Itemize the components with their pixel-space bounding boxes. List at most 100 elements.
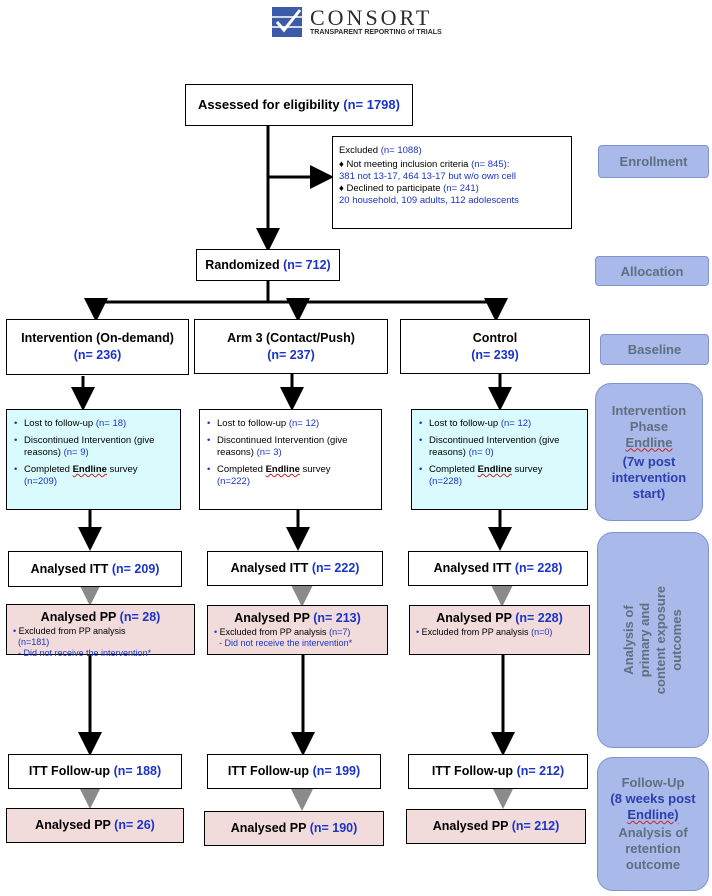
phase-followup: Follow-Up (8 weeks post Endline) Analysi… (597, 757, 709, 891)
followup-box: ITT Follow-up (n= 199) (207, 754, 381, 789)
phase-intervention-l3: Endline (625, 434, 673, 450)
randomized-n: (n= 712) (283, 258, 331, 272)
pp-label: Analysed PP (234, 611, 310, 625)
randomized-label: Randomized (205, 258, 280, 272)
itt-label: Analysed ITT (433, 561, 512, 575)
lost-label: Lost to follow-up (24, 418, 94, 429)
lost-n: (n= 18) (95, 418, 127, 429)
pp-excluded: Excluded from PP analysis (18, 626, 126, 636)
pp-box: Analysed PP (n= 213) • Excluded from PP … (207, 605, 388, 655)
followup-pp-box: Analysed PP (n= 212) (406, 809, 586, 844)
phase-followup-l3: Endline) (627, 807, 679, 822)
phase-baseline: Baseline (600, 334, 709, 365)
arm-n: (n= 239) (471, 348, 519, 362)
phase-followup-l2: (8 weeks post (610, 791, 696, 806)
arm-outcomes-box: Lost to follow-up (n= 18) Discontinued I… (6, 409, 181, 510)
pp-box: Analysed PP (n= 228) • Excluded from PP … (409, 605, 590, 655)
excluded-label: Excluded (339, 145, 379, 156)
itt-box: Analysed ITT (n= 222) (207, 551, 383, 586)
excluded-item2-n: (n= 241) (443, 183, 479, 194)
phase-followup-l4: Analysis of retention outcome (618, 825, 688, 872)
fu-n: (n= 188) (113, 764, 162, 778)
completed-endline: Endline (477, 464, 512, 475)
completed-survey: survey (299, 464, 331, 475)
lost-label: Lost to follow-up (429, 418, 499, 429)
phase-intervention: Intervention Phase Endline (7w post inte… (595, 383, 703, 521)
logo-tagline: TRANSPARENT REPORTING of TRIALS (310, 29, 442, 36)
disc-n: (n= 9) (63, 447, 89, 458)
logo-check-icon (272, 7, 302, 37)
arm-header-box: Intervention (On-demand) (n= 236) (6, 319, 189, 375)
completed-n: (n=222) (217, 476, 251, 487)
lost-n: (n= 12) (288, 418, 320, 429)
arm-name: Arm 3 (Contact/Push) (227, 331, 355, 345)
fu-label: ITT Follow-up (227, 764, 310, 778)
fpp-label: Analysed PP (35, 818, 111, 832)
assessed-n: (n= 1798) (343, 97, 400, 112)
arm-name: Intervention (On-demand) (21, 331, 174, 345)
excluded-item1-detail: 381 not 13-17, 464 13-17 but w/o own cel… (339, 171, 516, 182)
lost-n: (n= 12) (500, 418, 532, 429)
itt-n: (n= 228) (514, 561, 563, 575)
followup-pp-box: Analysed PP (n= 26) (6, 808, 184, 843)
logo-word: CONSORT (310, 5, 433, 30)
assessed-box: Assessed for eligibility (n= 1798) (185, 84, 413, 126)
arm-header-box: Arm 3 (Contact/Push) (n= 237) (194, 319, 388, 374)
followup-pp-box: Analysed PP (n= 190) (204, 811, 384, 846)
completed-n: (n=228) (429, 476, 463, 487)
pp-reason: Did not receive the intervention* (23, 648, 152, 658)
arm-name: Control (472, 331, 518, 345)
arm-outcomes-box: Lost to follow-up (n= 12) Discontinued I… (411, 409, 588, 510)
pp-n: (n= 213) (313, 611, 361, 625)
disc-n: (n= 0) (468, 447, 494, 458)
phase-intervention-l1: Intervention (611, 402, 687, 418)
disc-label: Discontinued Intervention (give reasons) (429, 435, 560, 458)
disc-n: (n= 3) (256, 447, 282, 458)
followup-box: ITT Follow-up (n= 212) (408, 754, 588, 789)
itt-n: (n= 222) (311, 561, 360, 575)
pp-excluded-n: (n=7) (329, 627, 351, 637)
fu-label: ITT Follow-up (28, 764, 111, 778)
pp-excluded-n: (n=181) (18, 637, 50, 647)
itt-label: Analysed ITT (230, 561, 309, 575)
fpp-label: Analysed PP (432, 819, 509, 833)
pp-excluded: Excluded from PP analysis (219, 627, 327, 637)
itt-box: Analysed ITT (n= 228) (408, 551, 588, 586)
excluded-n: (n= 1088) (380, 145, 422, 156)
fpp-n: (n= 212) (511, 819, 560, 833)
disc-label: Discontinued Intervention (give reasons) (217, 435, 348, 458)
arm-header-box: Control (n= 239) (400, 319, 590, 374)
completed-survey: survey (511, 464, 543, 475)
fpp-label: Analysed PP (230, 821, 307, 835)
completed-n: (n=209) (24, 476, 58, 487)
excluded-item1-n: (n= 845): (471, 159, 510, 170)
disc-label: Discontinued Intervention (give reasons) (24, 435, 155, 458)
phase-intervention-l2: Phase (629, 418, 669, 434)
arm-n: (n= 237) (267, 348, 315, 362)
randomized-box: Randomized (n= 712) (196, 249, 340, 281)
completed-endline: Endline (72, 464, 107, 475)
completed-label: Completed (217, 464, 266, 475)
completed-label: Completed (24, 464, 73, 475)
consort-logo: CONSORT TRANSPARENT REPORTING of TRIALS (272, 5, 452, 39)
fu-n: (n= 199) (312, 764, 361, 778)
fu-label: ITT Follow-up (431, 764, 514, 778)
fpp-n: (n= 26) (114, 818, 155, 832)
phase-enrollment: Enrollment (598, 145, 709, 178)
fpp-n: (n= 190) (309, 821, 358, 835)
arm-outcomes-box: Lost to follow-up (n= 12) Discontinued I… (199, 409, 382, 510)
assessed-label: Assessed for eligibility (198, 97, 340, 112)
followup-box: ITT Follow-up (n= 188) (8, 754, 182, 789)
pp-excluded: Excluded from PP analysis (421, 627, 529, 637)
pp-n: (n= 228) (515, 611, 563, 625)
phase-analysis: Analysis of primary and content exposure… (597, 532, 709, 748)
fu-n: (n= 212) (516, 764, 565, 778)
itt-box: Analysed ITT (n= 209) (8, 551, 182, 587)
phase-allocation: Allocation (595, 256, 709, 286)
itt-label: Analysed ITT (30, 562, 109, 576)
phase-followup-l1: Follow-Up (621, 775, 685, 790)
pp-box: Analysed PP (n= 28) • Excluded from PP a… (6, 604, 195, 658)
pp-reason: Did not receive the intervention* (224, 638, 353, 648)
completed-survey: survey (106, 464, 138, 475)
